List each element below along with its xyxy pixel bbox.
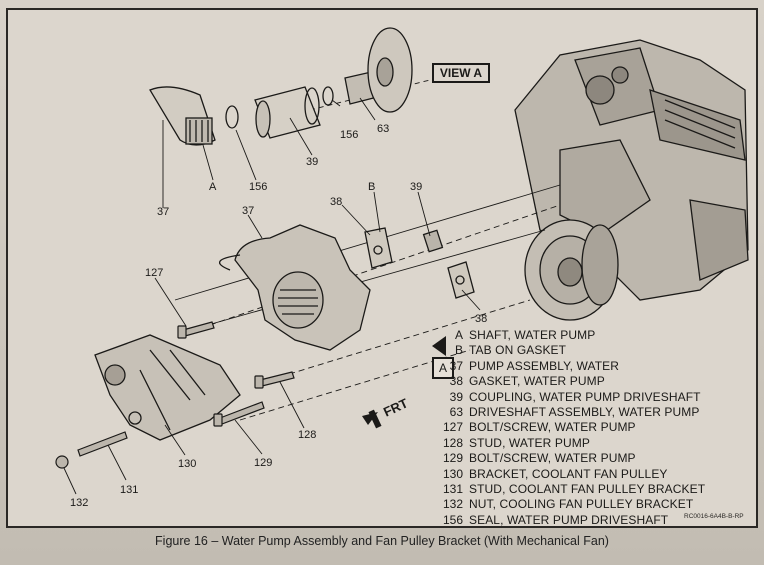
fasteners [55, 321, 295, 469]
callout-37-top: 37 [157, 206, 169, 218]
callout-129: 129 [254, 457, 272, 469]
callout-a-top: A [209, 181, 217, 193]
callout-b: B [368, 181, 375, 193]
view-a-marker: A [432, 357, 454, 379]
callout-130: 130 [178, 458, 196, 470]
water-pump-body [219, 224, 475, 351]
crank-pulley [524, 219, 619, 321]
callout-38-mid: 38 [330, 196, 342, 208]
figure-caption: Figure 16 – Water Pump Assembly and Fan … [155, 534, 609, 548]
callout-127: 127 [145, 267, 163, 279]
callout-37-mid: 37 [242, 205, 254, 217]
fan-pulley-bracket [94, 334, 241, 441]
view-a-label: VIEW A [432, 63, 490, 83]
direction-arrows [362, 336, 446, 429]
callout-38-low: 38 [475, 313, 487, 325]
callout-63: 63 [377, 123, 389, 135]
callout-156-right: 156 [340, 129, 358, 141]
callout-131: 131 [120, 484, 138, 496]
reference-code: RC0016-6A4B-B-RP [684, 513, 744, 520]
callout-156-left: 156 [249, 181, 267, 193]
callout-39-top: 39 [306, 156, 318, 168]
callout-128: 128 [298, 429, 316, 441]
callout-39-mid: 39 [410, 181, 422, 193]
leader-lines [63, 97, 481, 495]
shaft-assembly [149, 27, 413, 146]
callout-132: 132 [70, 497, 88, 509]
